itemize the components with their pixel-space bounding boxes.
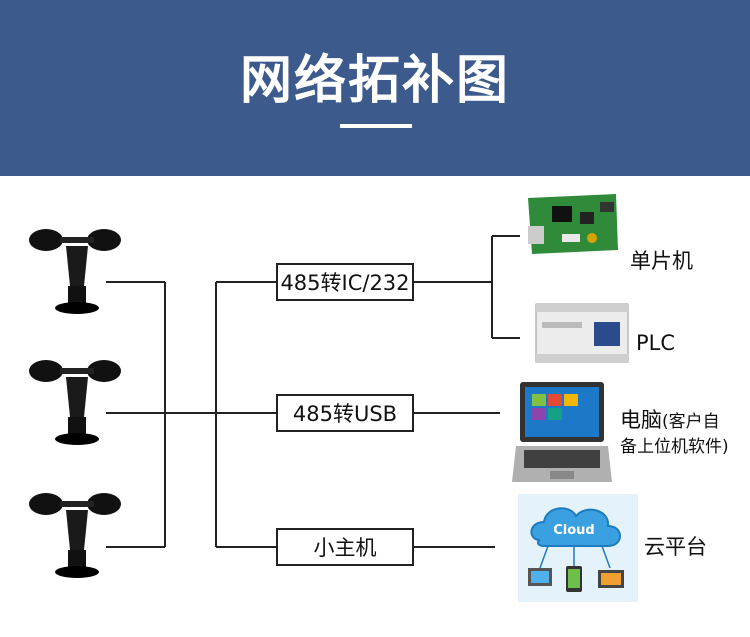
plc-icon bbox=[535, 303, 629, 363]
cloud-text: Cloud bbox=[553, 523, 595, 538]
cloud-icon: Cloud bbox=[518, 494, 638, 602]
pc-main-label: 电脑 bbox=[620, 408, 662, 432]
pc-note-label-2: 备上位机软件) bbox=[620, 437, 729, 457]
converter-usb-box: 485转USB bbox=[276, 394, 414, 432]
anemometer-icon bbox=[29, 360, 121, 445]
converter-ic232-box: 485转IC/232 bbox=[276, 263, 414, 301]
laptop-icon bbox=[512, 382, 612, 482]
pc-label: 电脑(客户自 bbox=[620, 407, 720, 435]
header-banner: 网络拓补图 bbox=[0, 0, 750, 176]
plc-label: PLC bbox=[636, 331, 676, 355]
anemometer-icon bbox=[29, 229, 121, 314]
page-title: 网络拓补图 bbox=[239, 51, 510, 111]
anemometer-icon bbox=[29, 493, 121, 578]
cloud-label: 云平台 bbox=[644, 535, 707, 559]
mcu-label: 单片机 bbox=[630, 249, 693, 273]
host-box: 小主机 bbox=[276, 528, 414, 566]
circuit-board-icon bbox=[528, 194, 618, 254]
pc-note-label-1: (客户自 bbox=[662, 412, 720, 432]
title-underline bbox=[340, 124, 412, 128]
